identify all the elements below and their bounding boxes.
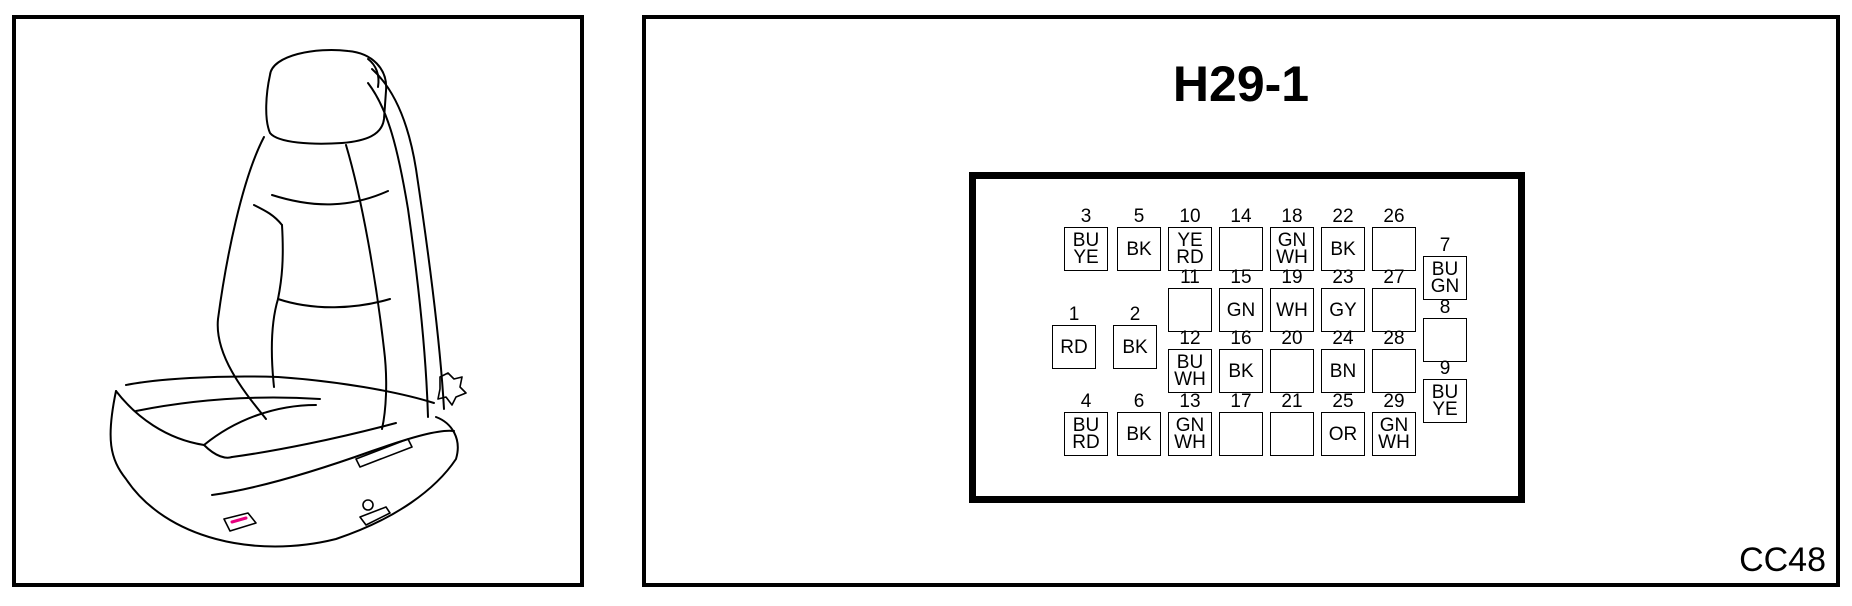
pin-number-14: 14 [1230,206,1252,227]
pin-cavity-11 [1168,288,1212,332]
pin-cavity-16: BK [1219,349,1263,393]
pin-cavity-17 [1219,412,1263,456]
pin-number-22: 22 [1332,206,1354,227]
pin-number-19: 19 [1281,267,1303,288]
pin-cavity-28 [1372,349,1416,393]
pin-cavity-8 [1423,318,1467,362]
pin-cavity-9: BU YE [1423,379,1467,423]
pin-number-28: 28 [1383,328,1405,349]
pin-number-17: 17 [1230,391,1252,412]
pin-number-5: 5 [1133,206,1145,227]
pin-number-27: 27 [1383,267,1405,288]
pin-number-26: 26 [1383,206,1405,227]
seat-icon [109,49,467,548]
pin-number-1: 1 [1068,304,1080,325]
pin-number-24: 24 [1332,328,1354,349]
pin-number-25: 25 [1332,391,1354,412]
pin-cavity-4: BU RD [1064,412,1108,456]
pin-cavity-19: WH [1270,288,1314,332]
pin-cavity-3: BU YE [1064,227,1108,271]
pin-number-21: 21 [1281,391,1303,412]
pin-cavity-22: BK [1321,227,1365,271]
pin-cavity-14 [1219,227,1263,271]
pin-cavity-13: GN WH [1168,412,1212,456]
pin-cavity-2: BK [1113,325,1157,369]
pin-number-10: 10 [1179,206,1201,227]
pin-cavity-25: OR [1321,412,1365,456]
pin-cavity-21 [1270,412,1314,456]
pin-cavity-1: RD [1052,325,1096,369]
pin-cavity-20 [1270,349,1314,393]
pin-number-16: 16 [1230,328,1252,349]
pin-cavity-23: GY [1321,288,1365,332]
pin-number-4: 4 [1080,391,1092,412]
pin-number-9: 9 [1439,358,1451,379]
pin-number-23: 23 [1332,267,1354,288]
pin-cavity-24: BN [1321,349,1365,393]
pin-number-2: 2 [1129,304,1141,325]
pin-cavity-6: BK [1117,412,1161,456]
pin-number-29: 29 [1383,391,1405,412]
pin-number-13: 13 [1179,391,1201,412]
pin-number-18: 18 [1281,206,1303,227]
pin-number-6: 6 [1133,391,1145,412]
pin-number-3: 3 [1080,206,1092,227]
pin-cavity-15: GN [1219,288,1263,332]
pin-cavity-12: BU WH [1168,349,1212,393]
pin-number-15: 15 [1230,267,1252,288]
pin-cavity-26 [1372,227,1416,271]
pin-cavity-29: GN WH [1372,412,1416,456]
pin-cavity-10: YE RD [1168,227,1212,271]
pin-number-20: 20 [1281,328,1303,349]
pin-number-11: 11 [1180,267,1200,288]
connector-title: H29-1 [1172,56,1310,112]
seat-illustration-panel [12,15,584,587]
pin-number-12: 12 [1179,328,1201,349]
pin-cavity-5: BK [1117,227,1161,271]
pin-cavity-7: BU GN [1423,256,1467,300]
pin-cavity-27 [1372,288,1416,332]
diagram-code: CC48 [1739,541,1826,579]
pin-cavity-18: GN WH [1270,227,1314,271]
pin-number-8: 8 [1439,297,1451,318]
pin-number-7: 7 [1439,235,1451,256]
